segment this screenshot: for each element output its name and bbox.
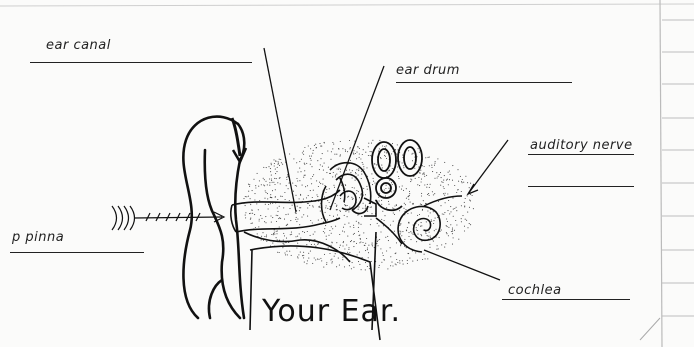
label-auditory-nerve: auditory nerve — [530, 138, 633, 153]
sound-waves — [112, 206, 224, 230]
label-ear-canal: ear canal — [46, 38, 111, 53]
answer-line-ear-canal — [30, 62, 252, 63]
paper-edge — [660, 0, 662, 347]
label-cochlea: cochlea — [508, 283, 562, 298]
ossicles-drawing — [322, 163, 377, 222]
notebook-lines — [662, 20, 694, 316]
label-pinna: p pinna — [12, 230, 64, 245]
answer-line-pinna — [10, 252, 144, 253]
answer-line-auditory-nerve — [528, 154, 634, 155]
answer-line-auditory-nerve-2 — [528, 186, 634, 187]
answer-line-ear-drum — [396, 82, 572, 83]
answer-line-cochlea — [502, 299, 630, 300]
auditory-nerve-drawing — [424, 196, 462, 206]
semicircular-canals — [372, 140, 422, 210]
label-ear-drum: ear drum — [396, 63, 460, 78]
diagram-title: Your Ear. — [262, 294, 401, 329]
